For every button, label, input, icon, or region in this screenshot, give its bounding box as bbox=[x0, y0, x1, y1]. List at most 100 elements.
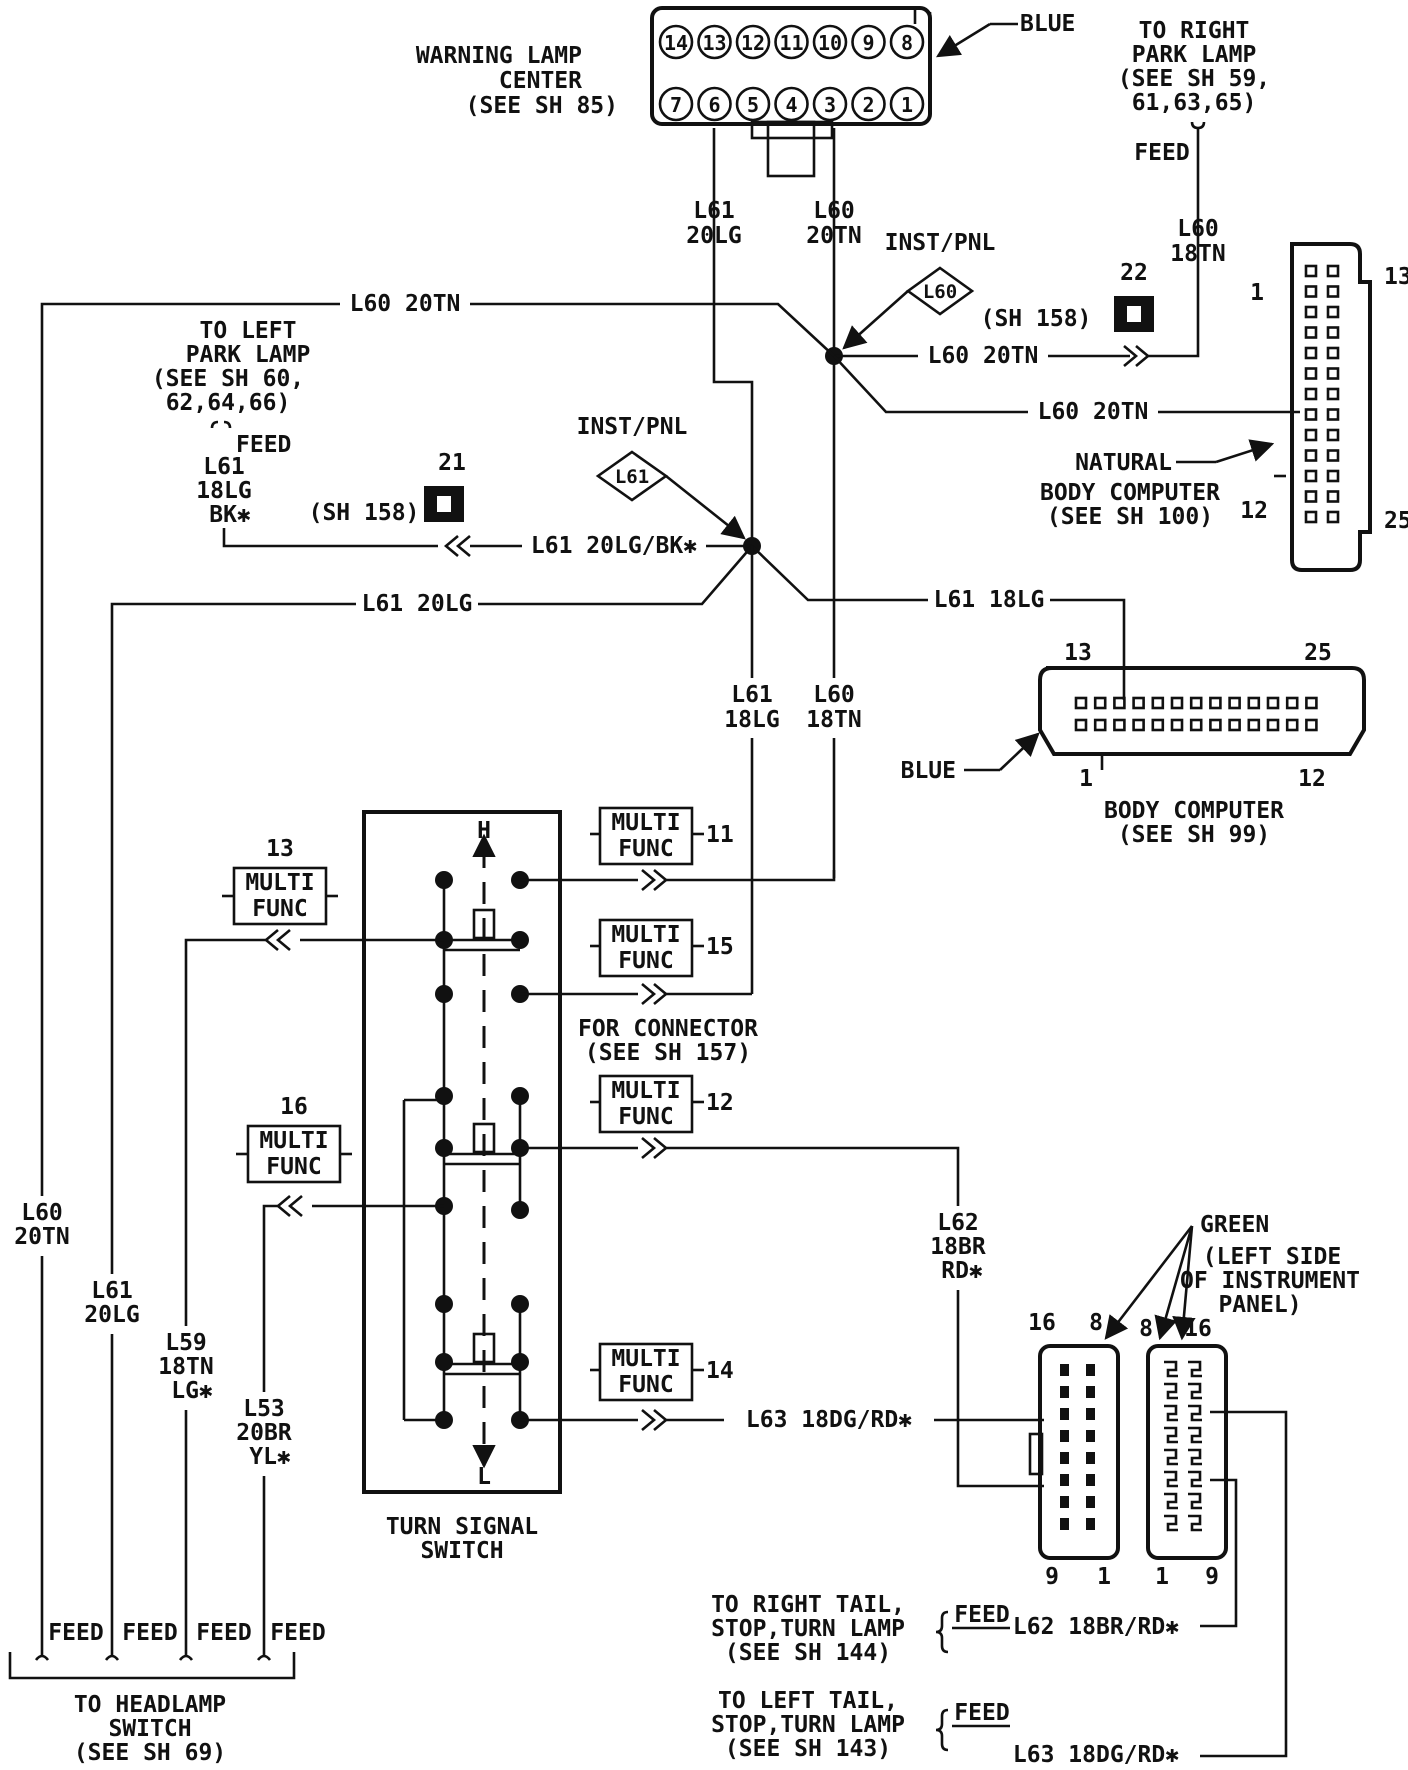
multifunc-16-l2: FUNC bbox=[266, 1154, 321, 1180]
multifunc-15-pin: 15 bbox=[706, 934, 734, 960]
warning-lamp-pin bbox=[658, 24, 694, 60]
warning-lamp-pin-number: 4 bbox=[785, 93, 797, 117]
natural-bc-pin bbox=[1326, 469, 1340, 483]
multifunc-13: MULTI FUNC 13 bbox=[222, 836, 338, 926]
left-tail-1: TO LEFT TAIL, bbox=[718, 1688, 898, 1714]
green-a-pin bbox=[1086, 1452, 1095, 1464]
green-b-pin-1: 1 bbox=[1155, 1564, 1169, 1590]
green-b-pin-9: 9 bbox=[1205, 1564, 1219, 1590]
label-l60-down-1: L60 bbox=[813, 682, 855, 708]
warning-lamp-pin-number: 10 bbox=[818, 31, 842, 55]
warning-lamp-pin-number: 7 bbox=[670, 93, 682, 117]
multifunc-14: MULTI FUNC 14 bbox=[590, 1342, 734, 1402]
warning-lamp-pin bbox=[697, 86, 732, 122]
body-computer-pin bbox=[1209, 718, 1222, 732]
warning-lamp-pin bbox=[774, 24, 809, 60]
multifunc-16-l1: MULTI bbox=[259, 1128, 328, 1154]
switch-contact bbox=[511, 1353, 529, 1371]
multifunc-11: MULTI FUNC 11 bbox=[590, 806, 734, 866]
connector-21-ref: (SH 158) bbox=[309, 500, 420, 526]
warning-lamp-title-3: (SEE SH 85) bbox=[466, 93, 618, 119]
switch-contact bbox=[435, 1295, 453, 1313]
right-tail-2: STOP,TURN LAMP bbox=[711, 1616, 905, 1642]
body-pin-12: 12 bbox=[1298, 766, 1326, 792]
warning-lamp-pin bbox=[658, 86, 694, 122]
green-a-pin-8: 8 bbox=[1089, 1310, 1103, 1336]
natural-bc-pin bbox=[1326, 305, 1340, 319]
body-computer-pin bbox=[1285, 696, 1299, 710]
connector-21 bbox=[424, 486, 464, 522]
headlamp-3: (SEE SH 69) bbox=[74, 1740, 226, 1766]
label-l61-20lgbk: L61 20LG/BK✱ bbox=[531, 533, 697, 559]
label-l61-18lg-bk-3: BK✱ bbox=[209, 502, 251, 528]
natural-bc-pin bbox=[1326, 326, 1340, 339]
left-tail-3: (SEE SH 143) bbox=[725, 1736, 891, 1762]
multifunc-15-l2: FUNC bbox=[618, 948, 673, 974]
natural-bc-pin bbox=[1326, 510, 1340, 524]
natural-bc-2: BODY COMPUTER bbox=[1040, 480, 1220, 506]
left-tail-feed: FEED bbox=[954, 1700, 1009, 1726]
warning-lamp-pin bbox=[889, 86, 925, 122]
natural-bc-pin bbox=[1326, 490, 1340, 503]
natural-bc-pin bbox=[1304, 387, 1318, 401]
body-computer-pin bbox=[1189, 696, 1203, 710]
multifunc-16: MULTI FUNC 16 bbox=[236, 1094, 352, 1184]
green-note-2: OF INSTRUMENT bbox=[1180, 1268, 1360, 1294]
warning-lamp-title-2: CENTER bbox=[499, 68, 582, 94]
green-a-pin-16: 16 bbox=[1028, 1310, 1056, 1336]
label-l61-20lg-mid: L61 20LG bbox=[362, 591, 473, 617]
connector-22-ref: (SH 158) bbox=[981, 306, 1092, 332]
green-connector-b bbox=[1146, 1344, 1228, 1560]
natural-body-computer-connector bbox=[1274, 242, 1372, 572]
warning-lamp-pin-number: 2 bbox=[862, 93, 874, 117]
multifunc-12: MULTI FUNC 12 bbox=[590, 1074, 734, 1134]
green-a-pin-9: 9 bbox=[1045, 1564, 1059, 1590]
multifunc-14-l2: FUNC bbox=[618, 1372, 673, 1398]
multifunc-11-l2: FUNC bbox=[618, 836, 673, 862]
green-a-pin bbox=[1086, 1364, 1095, 1376]
wire-l60-feed-right-park bbox=[1148, 128, 1200, 358]
natural-bc-pin bbox=[1304, 326, 1318, 339]
multifunc-12-pin: 12 bbox=[706, 1090, 734, 1116]
green-b-pin bbox=[1164, 1514, 1178, 1532]
headlamp-2: SWITCH bbox=[108, 1716, 191, 1742]
natural-bc-pin bbox=[1326, 428, 1340, 442]
natural-bc-pin bbox=[1304, 264, 1318, 278]
body-computer-pin bbox=[1151, 718, 1165, 732]
green-b-pin bbox=[1188, 1470, 1202, 1488]
warning-lamp-title-1: WARNING LAMP bbox=[416, 43, 582, 69]
label-left-l59-1: L59 bbox=[165, 1330, 207, 1356]
label-left-l61-2: 20LG bbox=[84, 1302, 139, 1328]
label-l60-to-natural: L60 20TN bbox=[1038, 399, 1149, 425]
connector-22-num: 22 bbox=[1120, 260, 1148, 286]
body-computer-pin bbox=[1189, 718, 1203, 732]
multifunc-14-l1: MULTI bbox=[611, 1346, 680, 1372]
multifunc-13-l2: FUNC bbox=[252, 896, 307, 922]
natural-pin-25: 25 bbox=[1384, 508, 1408, 534]
natural-bc-pin bbox=[1326, 285, 1340, 298]
natural-pin-13: 13 bbox=[1384, 264, 1408, 290]
natural-bc-pin bbox=[1304, 428, 1318, 442]
tss-h: H bbox=[477, 818, 491, 844]
natural-bc-pin bbox=[1326, 408, 1340, 421]
warning-lamp-pin-number: 1 bbox=[901, 93, 913, 117]
wire-l53 bbox=[262, 1204, 278, 1655]
blue-arrow bbox=[936, 22, 991, 58]
wire-l61-20lg-top bbox=[712, 128, 754, 548]
warning-lamp-pin bbox=[735, 86, 771, 122]
green-a-pin bbox=[1060, 1518, 1069, 1530]
natural-bc-3: (SEE SH 100) bbox=[1047, 504, 1213, 530]
body-computer-pin bbox=[1266, 718, 1280, 732]
green-a-pin bbox=[1060, 1364, 1069, 1376]
label-left-l59-2: 18TN bbox=[158, 1354, 213, 1380]
label-l61-top-2: 20LG bbox=[686, 223, 741, 249]
green-b-pin bbox=[1164, 1470, 1178, 1488]
switch-contact bbox=[511, 1087, 529, 1105]
green-a-pin bbox=[1086, 1474, 1095, 1486]
green-a-pin bbox=[1060, 1496, 1069, 1508]
green-a-pin bbox=[1060, 1452, 1069, 1464]
left-park-1: TO LEFT bbox=[200, 318, 297, 344]
right-tail-feed: FEED bbox=[954, 1602, 1009, 1628]
